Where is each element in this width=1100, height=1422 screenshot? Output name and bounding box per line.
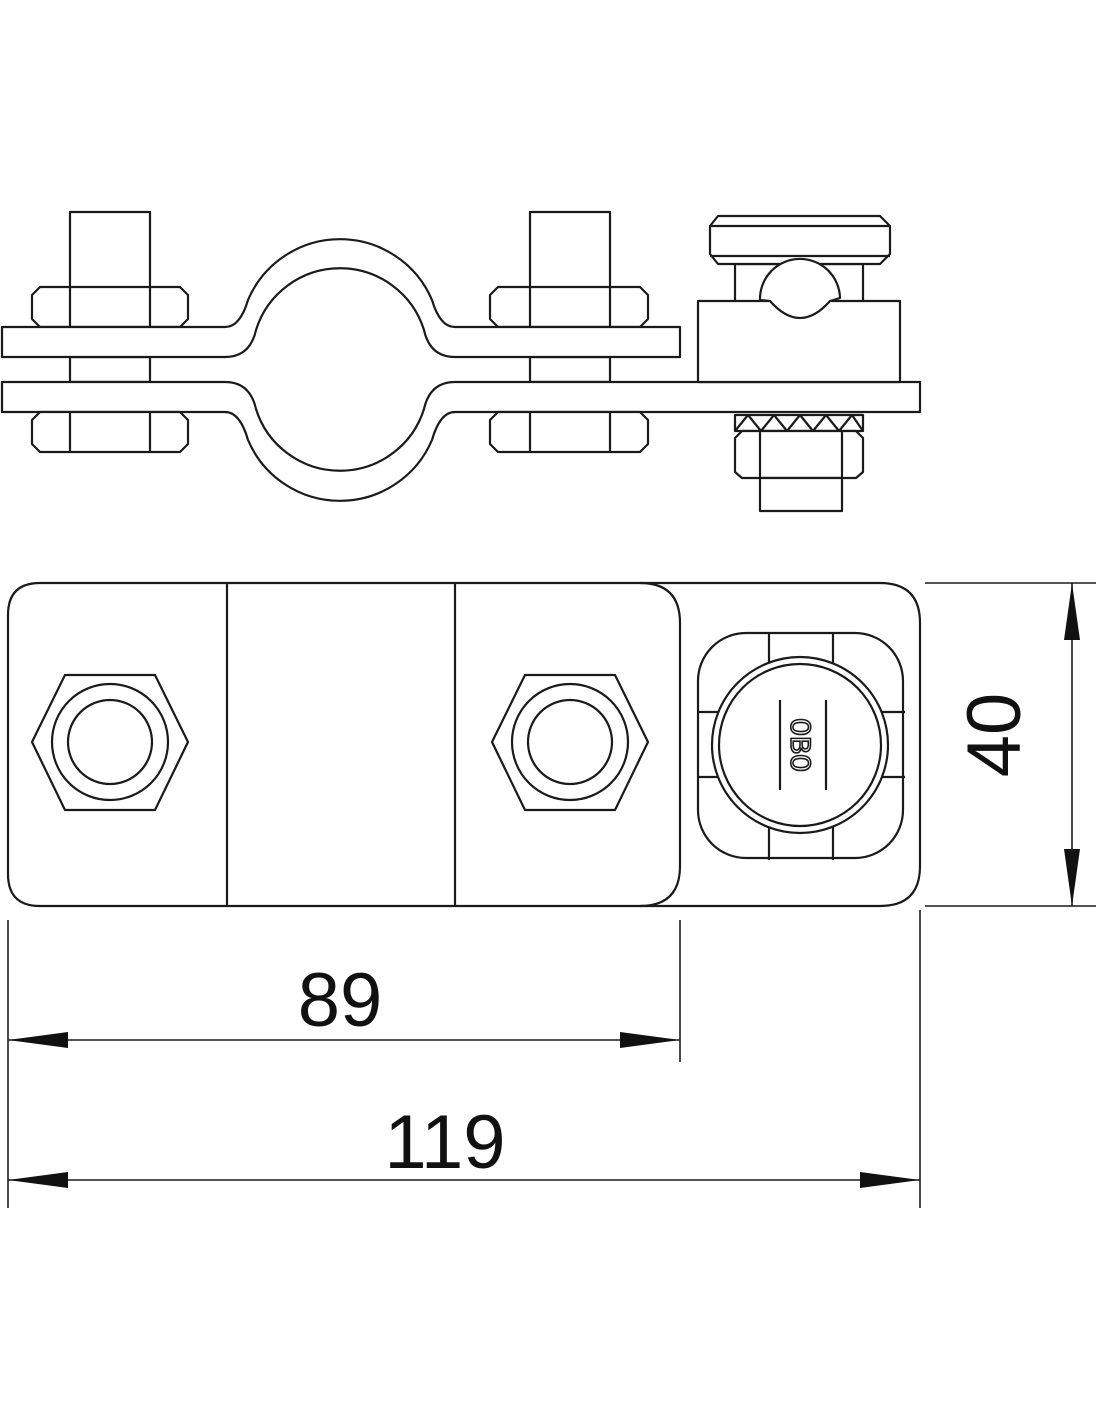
- right-bolt-shank: [528, 355, 612, 384]
- lower-clamp-strap: [0, 380, 922, 502]
- obo-logo: OBO: [781, 718, 815, 772]
- dimension-overall-length: 119: [7, 910, 921, 1208]
- right-bolt-stud: [528, 210, 612, 294]
- front-view: OBO: [6, 581, 922, 908]
- left-bolt-shank: [68, 355, 152, 384]
- side-view: [0, 210, 922, 513]
- left-upper-nut: [30, 285, 190, 329]
- terminal-screw-assembly: [696, 214, 902, 513]
- left-hex-nut: [30, 673, 190, 812]
- clamp-body-outline: [6, 581, 922, 908]
- terminal-stud: [758, 476, 844, 513]
- overall-length-dimension-label: 119: [384, 1100, 505, 1185]
- left-bolt-stud: [68, 210, 152, 294]
- right-hex-nut: [490, 673, 650, 812]
- strap-fold-lines: [225, 583, 457, 906]
- wire-section: [758, 257, 842, 320]
- dimension-inner-length: 89: [7, 920, 681, 1062]
- terminal-nut: [733, 429, 865, 480]
- inner-length-dimension-label: 89: [298, 958, 383, 1043]
- upper-clamp-strap: [0, 238, 682, 359]
- right-upper-nut: [488, 285, 650, 329]
- dimension-height: 40: [925, 582, 1096, 907]
- terminal-top: OBO: [696, 631, 905, 860]
- terminal-cap: [708, 214, 892, 266]
- height-dimension-label: 40: [952, 693, 1037, 778]
- left-lower-nut: [30, 410, 190, 454]
- right-lower-nut: [488, 410, 650, 454]
